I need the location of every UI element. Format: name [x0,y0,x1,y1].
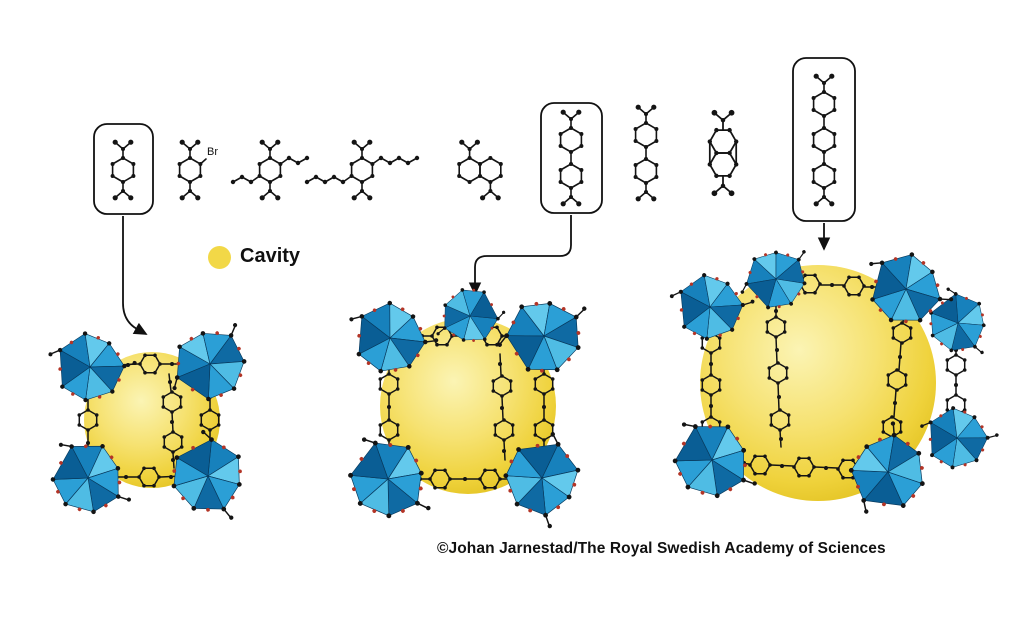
linker-biphenyl-dicarboxylate-boxed [559,110,584,207]
linker-pyrene-dicarboxylate [707,109,739,196]
linker-naphthalene-dicarboxylate [457,138,503,201]
highlight-box-terphenyl [792,57,856,222]
bromine-atom-label: Br [207,146,218,158]
mof-structure-large [651,235,1004,532]
cavity-legend-swatch [208,246,231,269]
arrow-bdc-to-small-structure [122,216,148,335]
linker-dialkoxy-terephthalate-short [230,140,310,201]
cavity-legend-label: Cavity [240,245,301,267]
linker-bromo-terephthalate [178,140,207,201]
copyright-credit: ©Johan Jarnestad/The Royal Swedish Acade… [437,540,886,557]
linker-biphenyl-dicarboxylate [634,105,659,202]
arrow-biphenyl-to-medium-structure [468,215,572,296]
cavity-sphere-medium [380,318,556,494]
highlight-box-bdc [93,123,154,215]
linker-terephthalate [111,140,136,201]
mof-structure-medium [327,280,602,543]
mof-structure-small [30,307,270,538]
linker-terphenyl-dicarboxylate [810,72,838,207]
linker-dialkoxy-terephthalate-long [304,140,420,201]
highlight-box-biphenyl [540,102,603,214]
